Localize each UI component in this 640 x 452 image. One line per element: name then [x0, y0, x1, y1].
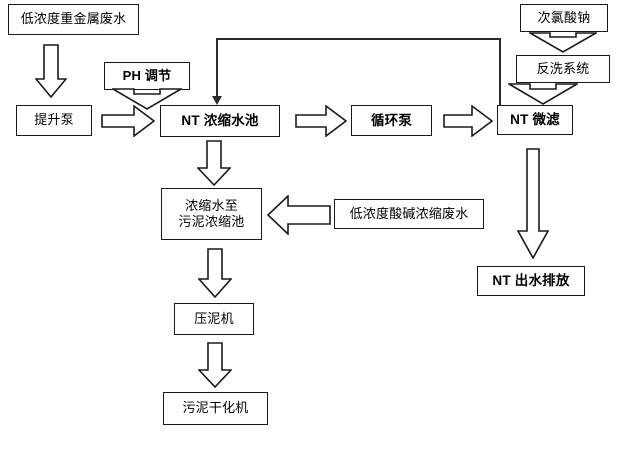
- arrow-thickener-to-press: [198, 248, 232, 298]
- arrow-ph-to-tank: [112, 88, 182, 110]
- arrow-hypochlorite-to-backwash: [529, 32, 597, 53]
- node-circulation-pump[interactable]: 循环泵: [351, 105, 432, 136]
- arrow-backwash-to-microfiltration: [508, 83, 578, 105]
- node-label-line1: 浓缩水至: [185, 197, 238, 213]
- node-acid-alkali-wastewater[interactable]: 低浓度酸碱浓缩废水: [334, 199, 484, 229]
- arrow-tank-to-circulation-pump: [295, 105, 347, 137]
- node-backwash-system[interactable]: 反洗系统: [516, 55, 610, 83]
- arrow-lift-pump-to-tank: [101, 105, 155, 137]
- node-nt-microfiltration[interactable]: NT 微滤: [497, 105, 573, 135]
- arrow-press-to-dryer: [198, 342, 232, 388]
- node-sodium-hypochlorite[interactable]: 次氯酸钠: [520, 4, 608, 32]
- arrow-tank-to-thickener: [197, 140, 231, 186]
- recycle-line-left-vertical: [216, 38, 218, 98]
- node-label-line2: 污泥浓缩池: [178, 214, 245, 229]
- arrow-influent-to-lift-pump: [35, 44, 67, 98]
- arrow-circulation-pump-to-microfiltration: [443, 105, 493, 137]
- node-concentrate-to-sludge-thickener[interactable]: 浓缩水至 污泥浓缩池: [161, 188, 262, 240]
- arrow-acid-alkali-to-thickener: [267, 195, 331, 235]
- node-ph-adjust[interactable]: PH 调节: [104, 62, 190, 90]
- node-sludge-press[interactable]: 压泥机: [174, 303, 254, 335]
- node-nt-effluent-discharge[interactable]: NT 出水排放: [477, 266, 585, 296]
- node-nt-concentrate-tank[interactable]: NT 浓缩水池: [160, 105, 280, 137]
- arrow-microfiltration-to-effluent: [517, 148, 549, 259]
- recycle-line-arrowhead: [212, 96, 222, 105]
- node-influent[interactable]: 低浓度重金属废水: [8, 4, 139, 35]
- recycle-line-horizontal: [216, 38, 501, 40]
- recycle-line-right-vertical: [499, 38, 501, 106]
- node-sludge-dryer[interactable]: 污泥干化机: [163, 392, 268, 425]
- node-lift-pump[interactable]: 提升泵: [16, 105, 92, 136]
